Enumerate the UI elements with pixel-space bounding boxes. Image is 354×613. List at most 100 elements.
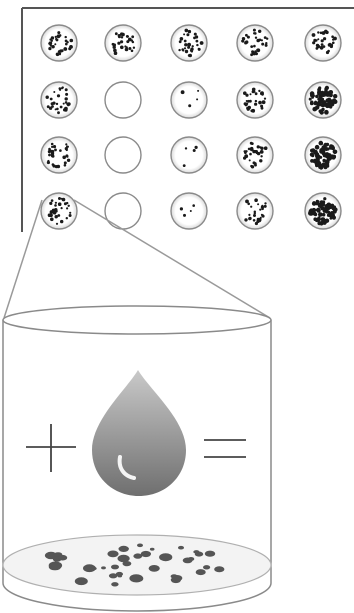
colony-dot bbox=[65, 40, 68, 43]
colony-dot bbox=[332, 42, 335, 45]
colony-dot bbox=[214, 566, 224, 572]
colony-dot bbox=[128, 47, 131, 50]
colony-dot bbox=[330, 145, 335, 150]
colony-dot bbox=[317, 88, 321, 92]
colony-dot bbox=[68, 205, 70, 207]
colony-dot bbox=[53, 145, 56, 148]
colony-dot bbox=[123, 561, 132, 566]
colony-dot bbox=[316, 163, 320, 167]
colony-dot bbox=[119, 546, 129, 552]
colony-dot bbox=[65, 101, 68, 104]
colony-dot bbox=[61, 207, 63, 209]
colony-dot bbox=[47, 160, 49, 162]
colony-dot bbox=[65, 93, 68, 96]
colony-dot bbox=[55, 38, 57, 40]
colony-dot bbox=[183, 33, 185, 35]
colony-dot bbox=[311, 96, 314, 99]
colony-dot bbox=[183, 558, 193, 564]
colony-dot bbox=[131, 575, 144, 583]
petri-plate-dense bbox=[171, 25, 207, 61]
colony-dot bbox=[264, 98, 266, 100]
colony-dot bbox=[308, 211, 313, 216]
colony-dot bbox=[56, 223, 58, 225]
colony-dot bbox=[181, 90, 185, 94]
colony-dot bbox=[49, 214, 53, 218]
colony-dot bbox=[314, 102, 318, 106]
colony-dot bbox=[250, 148, 254, 152]
colony-dot bbox=[257, 145, 260, 148]
colony-dot bbox=[315, 145, 320, 150]
colony-dot bbox=[257, 152, 260, 155]
colony-dot bbox=[194, 33, 197, 36]
petri-plate-dense bbox=[305, 25, 341, 61]
colony-dot bbox=[159, 553, 172, 561]
colony-dot bbox=[107, 551, 118, 558]
colony-dot bbox=[248, 214, 250, 216]
colony-dot bbox=[91, 567, 97, 571]
colony-dot bbox=[321, 217, 325, 221]
colony-dot bbox=[52, 209, 56, 213]
colony-dot bbox=[205, 551, 215, 557]
colony-dot bbox=[51, 143, 54, 146]
colony-dot bbox=[333, 94, 337, 98]
colony-dot bbox=[309, 98, 312, 101]
colony-dot bbox=[332, 216, 336, 220]
colony-dot bbox=[57, 31, 60, 34]
colony-dot bbox=[183, 214, 186, 217]
colony-dot bbox=[261, 43, 264, 46]
colony-dot bbox=[254, 32, 257, 35]
colony-dot bbox=[49, 202, 52, 205]
colony-dot bbox=[246, 100, 248, 102]
colony-dot bbox=[64, 107, 68, 111]
colony-dot bbox=[254, 198, 258, 202]
colony-dot bbox=[52, 155, 55, 158]
colony-dot bbox=[250, 45, 253, 48]
colony-dot bbox=[188, 54, 191, 57]
colony-dot bbox=[256, 39, 260, 43]
colony-dot bbox=[54, 149, 57, 152]
colony-dot bbox=[195, 35, 198, 38]
colony-dot bbox=[244, 218, 247, 221]
colony-dot bbox=[319, 97, 322, 100]
colony-dot bbox=[50, 218, 54, 222]
colony-dot bbox=[69, 214, 72, 217]
colony-dot bbox=[126, 35, 129, 38]
colony-dot bbox=[244, 154, 248, 158]
colony-dot bbox=[331, 155, 334, 158]
colony-dot bbox=[149, 565, 160, 572]
colony-dot bbox=[254, 211, 256, 213]
colony-dot bbox=[190, 210, 192, 212]
colony-dot bbox=[316, 217, 320, 221]
petri-plate-dense bbox=[41, 82, 77, 118]
colony-dot bbox=[66, 217, 68, 219]
colony-dot bbox=[49, 41, 53, 45]
colony-dot bbox=[264, 36, 267, 39]
colony-dot bbox=[183, 164, 186, 167]
colony-dot bbox=[125, 48, 129, 52]
colony-dot bbox=[185, 29, 189, 33]
colony-dot bbox=[192, 204, 195, 207]
colony-dot bbox=[65, 88, 68, 91]
colony-dot bbox=[63, 47, 67, 51]
colony-dot bbox=[69, 212, 71, 214]
colony-dot bbox=[57, 94, 60, 97]
colony-dot bbox=[133, 47, 135, 49]
colony-dot bbox=[323, 94, 326, 97]
colony-dot bbox=[261, 206, 264, 209]
colony-dot bbox=[113, 43, 116, 46]
petri-plate-empty bbox=[105, 137, 141, 173]
colony-dot bbox=[118, 36, 121, 39]
colony-dot bbox=[59, 49, 62, 52]
colony-dot bbox=[180, 207, 183, 210]
colony-dot bbox=[254, 103, 257, 106]
colony-dot bbox=[196, 40, 199, 43]
colony-dot bbox=[328, 102, 332, 106]
bottom-plate bbox=[3, 535, 271, 595]
petri-plate-dense bbox=[105, 25, 141, 61]
colony-dot bbox=[57, 111, 60, 114]
colony-dot bbox=[51, 150, 54, 153]
colony-dot bbox=[327, 50, 330, 53]
colony-dot bbox=[184, 47, 186, 49]
petri-plate-sparse bbox=[171, 82, 207, 118]
